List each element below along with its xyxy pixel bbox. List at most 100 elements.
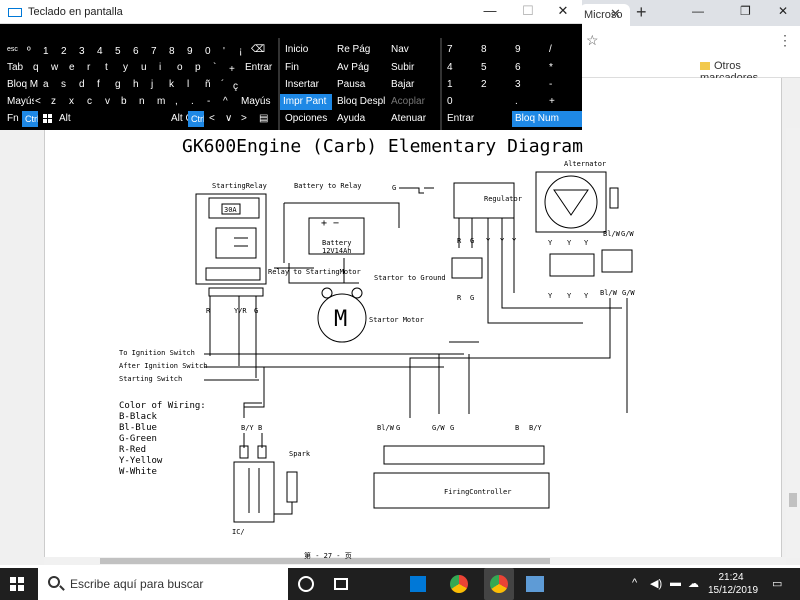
numpad-key[interactable]: 0 [447,96,453,107]
minimize-icon[interactable]: — [692,4,704,18]
key[interactable]: n [139,96,145,107]
menu-icon[interactable]: ⋮ [778,32,792,48]
cloud-icon[interactable]: ☁ [688,578,699,590]
key[interactable]: , [175,96,178,107]
key[interactable]: ` [213,62,217,73]
key-windows[interactable] [40,111,56,127]
key[interactable]: ´ [221,79,225,90]
chevron-up-icon[interactable]: ^ [632,577,638,589]
key[interactable]: o [177,62,183,73]
key[interactable]: e [69,62,75,73]
key[interactable]: s [61,79,66,90]
key-subir[interactable]: Subir [391,62,415,73]
numpad-key[interactable]: 8 [481,44,487,55]
new-tab-icon[interactable]: + [636,2,647,22]
star-icon[interactable]: ☆ [586,32,599,48]
key[interactable]: 2 [61,46,67,57]
chrome-active-icon[interactable] [484,568,514,600]
browser-tab[interactable]: Microso [580,4,630,26]
key-inicio[interactable]: Inicio [285,44,309,55]
key-repag[interactable]: Re Pág [337,44,371,55]
key-fin[interactable]: Fin [285,62,299,73]
vertical-scrollbar[interactable] [786,128,800,558]
taskbar-search[interactable]: Escribe aquí para buscar [38,568,288,600]
numpad-key[interactable]: 2 [481,79,487,90]
start-button[interactable] [10,577,24,591]
key-esc[interactable]: esc [7,46,18,53]
key[interactable]: 8 [169,46,175,57]
key[interactable]: - [207,96,211,107]
numpad-key[interactable]: * [549,62,553,73]
key-caps-lock[interactable]: Bloq May [7,79,38,90]
key[interactable]: a [43,79,49,90]
key[interactable]: m [157,96,166,107]
numpad-key[interactable]: 4 [447,62,453,73]
key-bloq-despl[interactable]: Bloq Despl [337,96,386,107]
numpad-key[interactable]: 7 [447,44,453,55]
cortana-icon[interactable] [298,576,314,592]
chrome-icon[interactable] [450,575,468,593]
key[interactable]: ¡ [239,46,243,57]
minimize-icon[interactable]: — [483,3,497,18]
scroll-thumb[interactable] [100,558,550,564]
key[interactable]: j [151,79,154,90]
key[interactable]: 4 [97,46,103,57]
key[interactable]: . [191,96,194,107]
key-up-icon[interactable]: ^ [223,96,228,107]
key[interactable]: u [141,62,147,73]
key-avpag[interactable]: Av Pág [337,62,370,73]
close-icon[interactable]: ✕ [557,3,569,18]
key[interactable]: v [105,96,110,107]
key[interactable]: w [51,62,59,73]
key-tab[interactable]: Tab [7,62,24,73]
key-shift[interactable]: Mayús [7,96,34,107]
task-view-icon[interactable] [334,578,348,590]
key[interactable]: r [87,62,91,73]
key-insertar[interactable]: Insertar [285,79,319,90]
key[interactable]: < [35,96,41,107]
horizontal-scrollbar[interactable] [44,557,786,565]
key-alt[interactable]: Alt [59,113,71,124]
key[interactable]: + [229,64,235,75]
key-atenuar[interactable]: Atenuar [391,113,427,124]
key-shift[interactable]: Mayús [241,96,271,107]
key-pausa[interactable]: Pausa [337,79,366,90]
key-opciones[interactable]: Opciones [285,113,328,124]
network-icon[interactable]: ▬ [670,577,681,589]
key-right-icon[interactable]: > [241,113,247,124]
app-icon[interactable] [526,576,544,592]
key[interactable]: y [123,62,128,73]
key[interactable]: g [115,79,121,90]
key[interactable]: 0 [205,46,211,57]
key[interactable]: x [69,96,74,107]
numpad-key[interactable]: + [549,96,555,107]
key[interactable]: º [27,46,31,57]
notifications-icon[interactable]: ▭ [772,578,783,590]
numpad-key[interactable]: . [515,96,518,107]
numpad-key[interactable]: 1 [447,79,453,90]
numpad-key[interactable]: 3 [515,79,521,90]
key[interactable]: b [121,96,127,107]
numpad-enter[interactable]: Entrar [447,113,475,124]
key-bajar[interactable]: Bajar [391,79,415,90]
key-ayuda[interactable]: Ayuda [337,113,366,124]
key-left-icon[interactable]: < [209,113,215,124]
key-bloq-num[interactable]: Bloq Num [512,111,582,127]
key[interactable]: ç [233,81,238,92]
close-window-icon[interactable]: ✕ [778,4,789,18]
numpad-key[interactable]: 5 [481,62,487,73]
key[interactable]: d [79,79,85,90]
volume-icon[interactable]: ◀) [650,578,663,590]
key-ctrl[interactable]: Ctrl [22,111,38,127]
key[interactable]: 7 [151,46,157,57]
key[interactable]: l [187,79,190,90]
key[interactable]: f [97,79,100,90]
key-impr-pant[interactable]: Impr Pant [280,94,332,110]
numpad-key[interactable]: 9 [515,44,521,55]
key[interactable]: 9 [187,46,193,57]
key-enter[interactable]: Entrar [245,62,273,73]
key[interactable]: t [105,62,108,73]
numpad-key[interactable]: / [549,44,552,55]
key-fn[interactable]: Fn [7,113,19,124]
key[interactable]: h [133,79,139,90]
